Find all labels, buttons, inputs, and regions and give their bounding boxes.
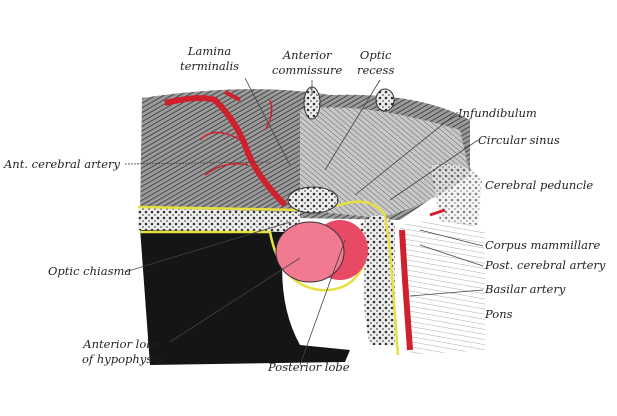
brain-tissue bbox=[140, 89, 470, 220]
label-line: terminalis bbox=[180, 59, 240, 73]
label-line: commissure bbox=[272, 63, 343, 77]
label-line: of hypophysis bbox=[82, 352, 162, 366]
label-line: Anterior bbox=[282, 48, 332, 62]
label-circular-sinus: Circular sinus bbox=[478, 133, 560, 147]
sellar-bone bbox=[360, 215, 395, 345]
arteries bbox=[164, 90, 446, 351]
label-line: Anterior lobe bbox=[83, 337, 161, 351]
optic-recess-shape bbox=[375, 88, 395, 112]
label-line: Optic bbox=[359, 48, 392, 62]
label-cerebral-peduncle: Cerebral peduncle bbox=[485, 178, 594, 192]
label-posterior-lobe: Posterior lobe bbox=[268, 360, 350, 374]
label-optic-chiasma: Optic chiasma bbox=[48, 264, 132, 278]
label-infundibulum: Infundibulum bbox=[458, 106, 537, 120]
anterior-lobe-shape bbox=[275, 221, 345, 283]
label-line: recess bbox=[357, 63, 395, 77]
pons-region bbox=[400, 221, 485, 355]
label-pons: Pons bbox=[485, 307, 513, 321]
label-line: Lamina bbox=[187, 44, 232, 58]
cerebral-peduncle-region bbox=[430, 164, 482, 225]
sphenoid-sinus bbox=[140, 228, 350, 365]
label-basilar-artery: Basilar artery bbox=[485, 282, 566, 296]
label-ant-cerebral-artery: Ant. cerebral artery bbox=[4, 157, 121, 171]
leader-lines bbox=[124, 77, 484, 366]
label-corpus-mammillare: Corpus mammillare bbox=[485, 238, 601, 252]
optic-chiasma-shape bbox=[287, 186, 339, 214]
label-post-cerebral-artery: Post. cerebral artery bbox=[485, 258, 606, 272]
bone-band bbox=[138, 208, 300, 232]
